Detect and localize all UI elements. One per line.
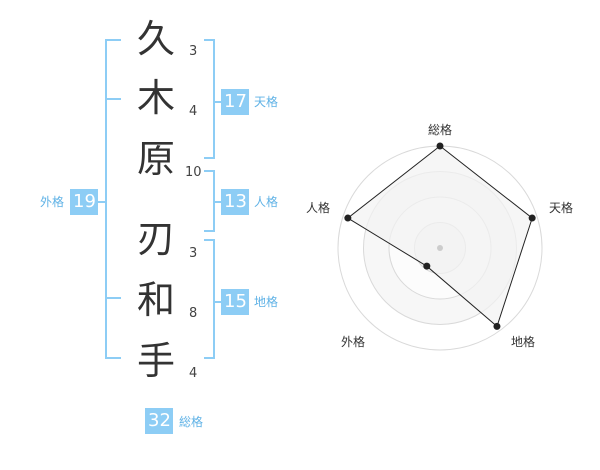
- chikaku-value-badge: 15: [221, 289, 249, 315]
- surname-stroke-3: 10: [185, 165, 202, 180]
- surname-stroke-2: 4: [189, 104, 198, 119]
- radar-score-dots: [344, 142, 536, 330]
- given-stroke-3: 4: [189, 366, 198, 381]
- chikaku-label: 地格: [254, 295, 279, 309]
- radar-label-gaikaku: 外格: [341, 335, 366, 349]
- given-stroke-2: 8: [189, 306, 198, 321]
- radar-label-soukaku: 総格: [428, 123, 453, 137]
- radar-dot-jinkaku: [344, 214, 352, 222]
- tenkaku-value-badge: 17: [221, 89, 249, 115]
- radar-dot-soukaku: [436, 142, 444, 150]
- given-stroke-1: 3: [189, 246, 198, 261]
- radar-score-polygon: [346, 145, 533, 328]
- gaikaku-label: 外格: [40, 195, 65, 209]
- radar-dot-chikaku: [493, 322, 501, 330]
- radar-label-jinkaku: 人格: [306, 201, 331, 215]
- surname-char-1: 久: [136, 17, 175, 61]
- surname-char-3: 原: [136, 137, 175, 181]
- soukaku-label: 総格: [179, 415, 204, 429]
- chikaku-bracket: [204, 239, 215, 359]
- given-char-2: 和: [136, 278, 175, 322]
- jinkaku-value-badge: 13: [221, 189, 249, 215]
- radar-dot-tenkaku: [528, 214, 536, 222]
- radar-label-tenkaku: 天格: [549, 201, 574, 215]
- surname-stroke-1: 3: [189, 44, 198, 59]
- radar-label-chikaku: 地格: [511, 335, 536, 349]
- gaikaku-bracket: [105, 39, 121, 359]
- given-char-1: 刃: [136, 217, 175, 261]
- radar-center-dot: [437, 245, 443, 251]
- tenkaku-bracket: [204, 39, 215, 159]
- gaikaku-value-badge: 19: [70, 189, 98, 215]
- tenkaku-label: 天格: [254, 95, 279, 109]
- given-char-3: 手: [136, 339, 175, 383]
- soukaku-value-badge: 32: [145, 408, 173, 434]
- jinkaku-label: 人格: [254, 195, 279, 209]
- surname-char-2: 木: [136, 76, 175, 120]
- radar-dot-gaikaku: [423, 262, 431, 270]
